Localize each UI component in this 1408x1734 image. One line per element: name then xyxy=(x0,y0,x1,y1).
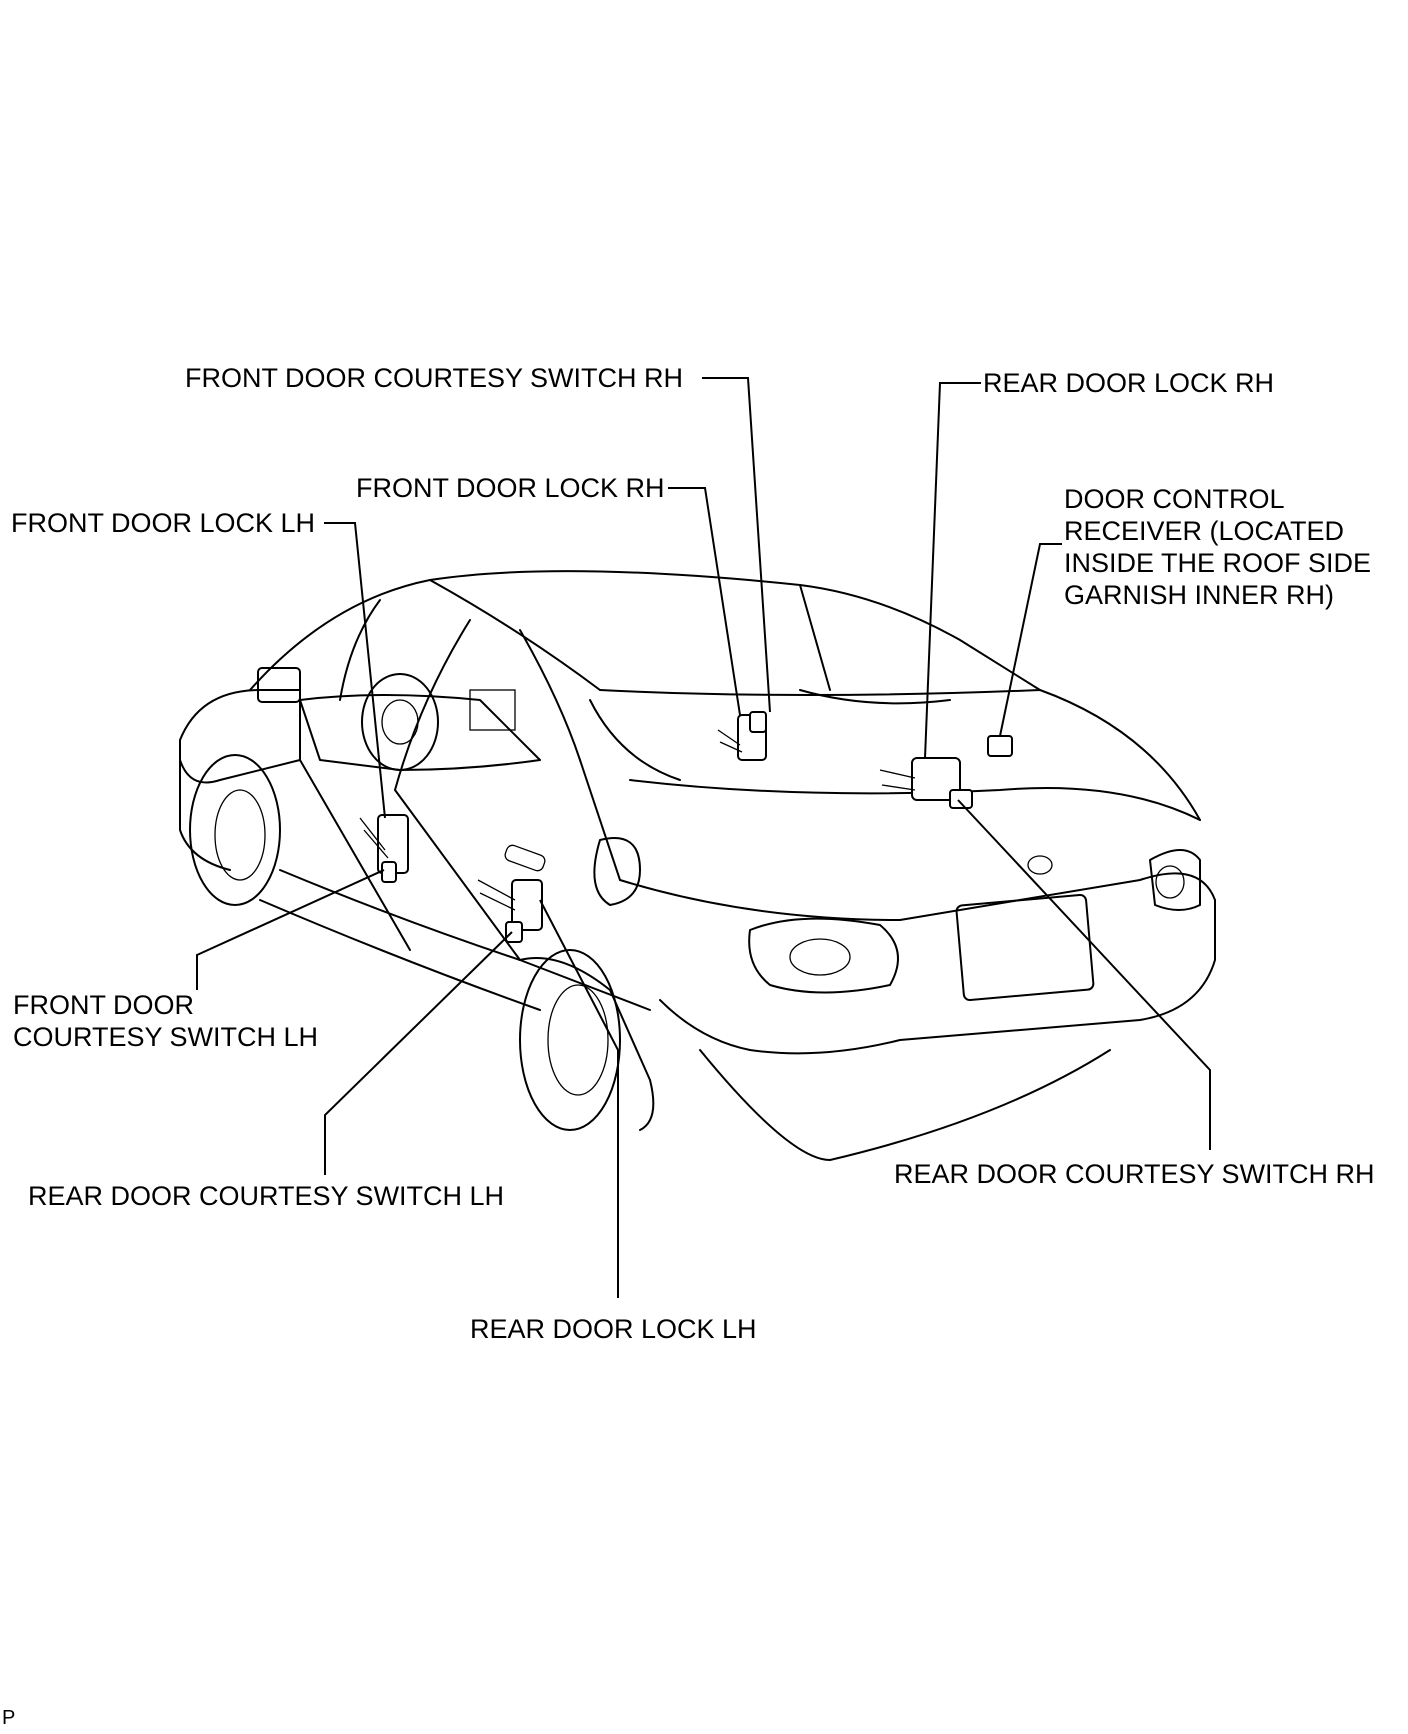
label-front-door-courtesy-switch-rh: FRONT DOOR COURTESY SWITCH RH xyxy=(185,363,684,393)
door-control-receiver-part xyxy=(987,735,1013,757)
leader-lines xyxy=(196,377,1211,1298)
leader-front-door-courtesy-switch-rh xyxy=(702,377,771,713)
label-rear-door-courtesy-switch-rh: REAR DOOR COURTESY SWITCH RH xyxy=(894,1159,1375,1189)
figure-code: P xyxy=(2,1707,16,1729)
label-door-control-receiver-line-2: RECEIVER (LOCATED xyxy=(1064,516,1345,546)
label-front-door-courtesy-switch-lh-line-2: COURTESY SWITCH LH xyxy=(13,1022,319,1052)
label-front-door-lock-rh: FRONT DOOR LOCK RH xyxy=(356,473,665,503)
rear-door-lock-lh-part xyxy=(477,879,543,931)
leader-front-door-lock-lh xyxy=(324,522,386,819)
leader-rear-door-lock-lh xyxy=(539,899,619,1298)
label-rear-door-courtesy-switch-lh: REAR DOOR COURTESY SWITCH LH xyxy=(28,1181,505,1211)
label-door-control-receiver-line-3: INSIDE THE ROOF SIDE xyxy=(1064,548,1372,578)
front-door-courtesy-switch-lh-part xyxy=(381,861,397,883)
label-door-control-receiver-line-1: DOOR CONTROL xyxy=(1064,484,1285,514)
leader-door-control-receiver xyxy=(999,543,1062,737)
front-door-courtesy-switch-rh-part xyxy=(749,711,767,733)
label-front-door-lock-lh: FRONT DOOR LOCK LH xyxy=(11,508,316,538)
leader-front-door-courtesy-switch-lh xyxy=(196,869,385,990)
rear-door-lock-rh-part xyxy=(879,757,961,801)
label-door-control-receiver-line-4: GARNISH INNER RH) xyxy=(1064,580,1335,610)
leader-front-door-lock-rh xyxy=(668,487,741,716)
label-rear-door-lock-rh: REAR DOOR LOCK RH xyxy=(983,368,1275,398)
leader-rear-door-lock-rh xyxy=(924,382,981,759)
front-door-lock-lh-part xyxy=(359,814,409,874)
label-rear-door-lock-lh: REAR DOOR LOCK LH xyxy=(470,1314,757,1344)
label-door-control-receiver: DOOR CONTROL RECEIVER (LOCATED INSIDE TH… xyxy=(1064,483,1371,611)
car-body-drawing xyxy=(179,570,1216,1161)
label-front-door-courtesy-switch-lh: FRONT DOOR COURTESY SWITCH LH xyxy=(13,989,318,1053)
rear-door-courtesy-switch-rh-part xyxy=(949,789,973,809)
leader-rear-door-courtesy-switch-rh xyxy=(957,799,1211,1150)
label-front-door-courtesy-switch-lh-line-1: FRONT DOOR xyxy=(13,990,194,1020)
rear-door-courtesy-switch-lh-part xyxy=(505,921,523,943)
leader-rear-door-courtesy-switch-lh xyxy=(324,931,513,1175)
